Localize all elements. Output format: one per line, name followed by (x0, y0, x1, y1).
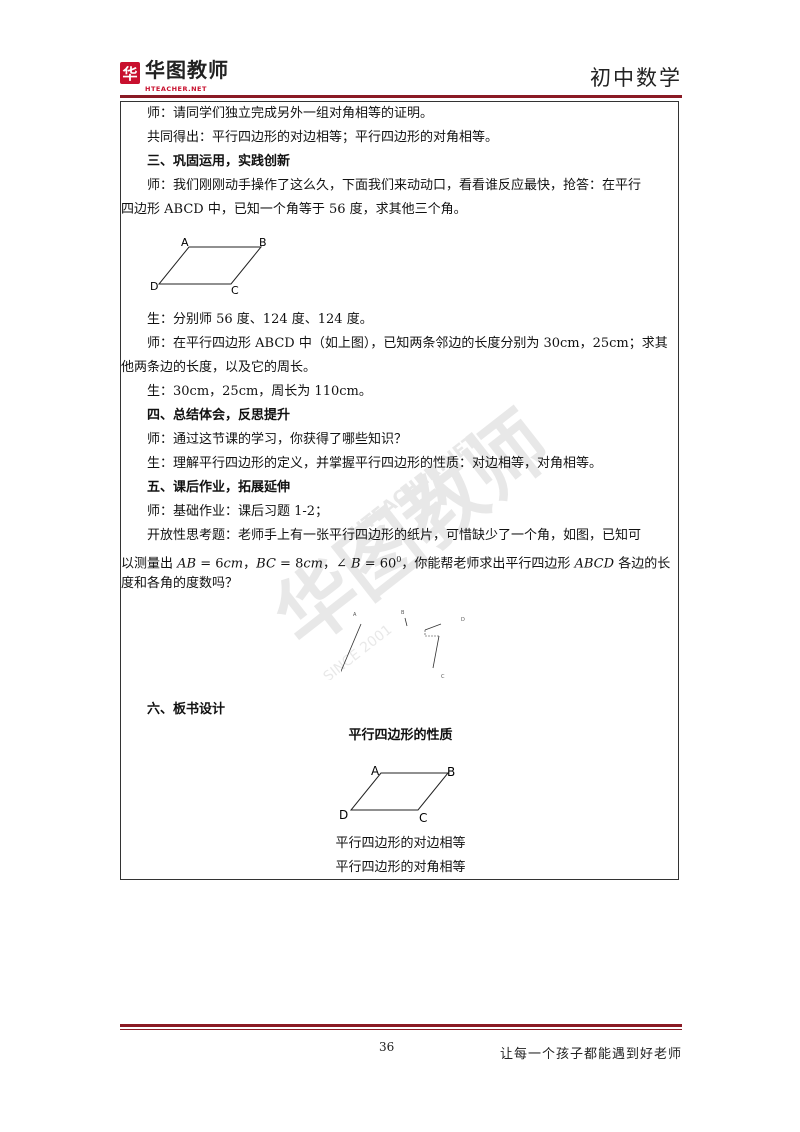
board-title: 平行四边形的性质 (348, 728, 453, 743)
math-paragraph: 以测量出 AB = 6cm，BC = 8cm，∠ B = 600，你能帮老师求出… (121, 555, 671, 572)
page-number: 36 (379, 1040, 395, 1054)
section-heading: 三、巩固运用，实践创新 (147, 154, 291, 169)
logo-text: 华图教师 (145, 57, 229, 82)
footer-slogan: 让每一个孩子都能遇到好老师 (499, 1047, 682, 1062)
vertex-label: A (181, 236, 189, 249)
paragraph: 生：理解平行四边形的定义，并掌握平行四边形的性质：对边相等，对角相等。 (147, 456, 603, 471)
paragraph: 生：30cm，25cm，周长为 110cm。 (147, 384, 372, 399)
paragraph: 生：分别师 56 度、124 度、124 度。 (147, 312, 373, 327)
section-heading: 五、课后作业，拓展延伸 (147, 480, 291, 495)
footer-divider (120, 1024, 682, 1027)
logo-icon: 华 (120, 62, 140, 84)
vertex-label: B (447, 765, 455, 779)
incomplete-parallelogram-figure: A B B D C (341, 610, 465, 680)
logo-url: HTEACHER.NET (145, 84, 207, 93)
vertex-label: D (339, 808, 348, 822)
logo: 华 华图教师 HTEACHER.NET (120, 58, 229, 93)
paragraph: 师：请同学们独立完成另外一组对角相等的证明。 (147, 106, 434, 121)
paragraph: 师：通过这节课的学习，你获得了哪些知识？ (147, 432, 408, 447)
section-heading: 四、总结体会，反思提升 (147, 408, 291, 423)
paragraph: 师：在平行四边形 ABCD 中（如上图），已知两条邻边的长度分别为 30cm，2… (147, 336, 668, 351)
paragraph: 开放性思考题：老师手上有一张平行四边形的纸片，可惜缺少了一个角，如图，已知可 (147, 528, 642, 543)
footer-divider (120, 1029, 682, 1030)
vertex-label: D (150, 280, 158, 293)
parallelogram-figure: A B C D (150, 236, 267, 294)
lesson-content: 师：请同学们独立完成另外一组对角相等的证明。 共同得出：平行四边形的对边相等；平… (120, 101, 679, 880)
parallelogram-figure: A B C D (339, 764, 455, 824)
board-line: 平行四边形的对边相等 (335, 836, 466, 851)
vertex-label: C (231, 284, 239, 294)
vertex-label: C (419, 811, 427, 824)
header-divider (120, 95, 682, 98)
paragraph: 师：我们刚刚动手操作了这么久，下面我们来动动口，看看谁反应最快，抢答：在平行 (147, 178, 642, 193)
paragraph: 共同得出：平行四边形的对边相等；平行四边形的对角相等。 (147, 130, 499, 145)
vertex-label: C (441, 674, 445, 680)
vertex-label: B (259, 236, 267, 249)
vertex-label: D (461, 617, 465, 623)
paragraph: 他两条边的长度，以及它的周长。 (121, 360, 317, 375)
vertex-label: A (371, 764, 380, 778)
paragraph: 四边形 ABCD 中，已知一个角等于 56 度，求其他三个角。 (121, 202, 467, 217)
page-header: 华 华图教师 HTEACHER.NET 初中数学 (120, 52, 682, 96)
vertex-label: B (401, 610, 405, 616)
vertex-label: A (353, 612, 357, 618)
board-line: 平行四边形的对角相等 (335, 860, 466, 875)
section-heading: 六、板书设计 (147, 702, 226, 717)
paragraph: 师：基础作业：课后习题 1-2； (147, 504, 329, 519)
subject-title: 初中数学 (590, 66, 682, 90)
paragraph: 度和各角的度数吗？ (121, 576, 239, 591)
